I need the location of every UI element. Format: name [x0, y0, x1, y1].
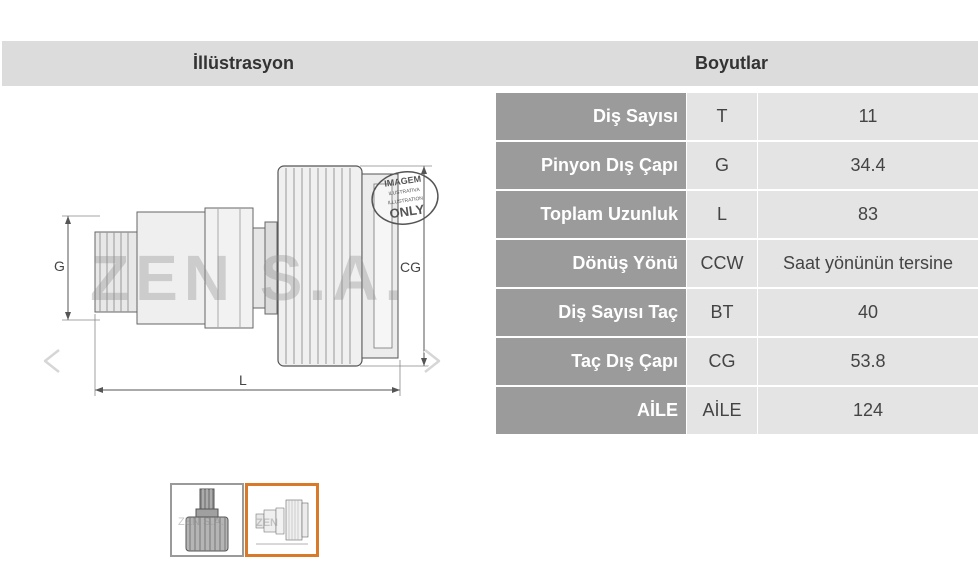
- spec-value: 124: [758, 387, 978, 436]
- thumbnail-photo[interactable]: ZEN S.A.: [170, 483, 244, 557]
- spec-label: Toplam Uzunluk: [496, 191, 687, 240]
- dimensions-table: Diş Sayısı T 11 Pinyon Dış Çapı G 34.4 T…: [496, 93, 978, 436]
- spec-label: Diş Sayısı Taç: [496, 289, 687, 338]
- spec-code: CCW: [687, 240, 758, 289]
- spec-value: 40: [758, 289, 978, 338]
- spec-code: CG: [687, 338, 758, 387]
- ring-gear: [277, 165, 399, 367]
- gear-photo-image: ZEN S.A.: [172, 485, 242, 555]
- thumbnail-illustration-active[interactable]: ZEN: [245, 483, 319, 557]
- dimension-l: L: [94, 314, 401, 396]
- spec-value: 34.4: [758, 142, 978, 191]
- spec-value: Saat yönünün tersine: [758, 240, 978, 289]
- table-row: Pinyon Dış Çapı G 34.4: [496, 142, 978, 191]
- dimensions-table-body: Diş Sayısı T 11 Pinyon Dış Çapı G 34.4 T…: [496, 93, 978, 436]
- dim-cg-label: CG: [400, 259, 421, 275]
- table-row: AİLE AİLE 124: [496, 387, 978, 436]
- spec-label: Diş Sayısı: [496, 93, 687, 142]
- spec-code: AİLE: [687, 387, 758, 436]
- chevron-right-icon[interactable]: [418, 348, 444, 374]
- dim-l-label: L: [239, 372, 247, 388]
- spec-code: L: [687, 191, 758, 240]
- spec-label: Taç Dış Çapı: [496, 338, 687, 387]
- dimension-cg: CG: [360, 165, 432, 367]
- spec-code: G: [687, 142, 758, 191]
- svg-text:ZEN S.A.: ZEN S.A.: [178, 516, 224, 528]
- svg-text:ONLY: ONLY: [389, 201, 426, 221]
- spec-label: Pinyon Dış Çapı: [496, 142, 687, 191]
- spec-code: BT: [687, 289, 758, 338]
- watermark-text: ZEN S.A.: [90, 242, 408, 314]
- spec-value: 11: [758, 93, 978, 142]
- spec-label: AİLE: [496, 387, 687, 436]
- svg-text:ILLUSTRATION: ILLUSTRATION: [387, 195, 423, 206]
- table-row: Toplam Uzunluk L 83: [496, 191, 978, 240]
- svg-text:ZEN: ZEN: [256, 517, 278, 529]
- spec-code: T: [687, 93, 758, 142]
- section-header-bar: İllüstrasyon Boyutlar: [2, 41, 978, 86]
- product-illustration: G CG: [54, 165, 439, 396]
- dimensions-heading: Boyutlar: [695, 53, 769, 73]
- table-row: Dönüş Yönü CCW Saat yönünün tersine: [496, 240, 978, 289]
- table-row: Diş Sayısı Taç BT 40: [496, 289, 978, 338]
- dimension-g: G: [54, 215, 100, 321]
- spec-value: 53.8: [758, 338, 978, 387]
- svg-text:ILUSTRATIVA: ILUSTRATIVA: [388, 187, 421, 197]
- spec-label: Dönüş Yönü: [496, 240, 687, 289]
- pinion-gear: [94, 207, 254, 329]
- chevron-left-icon[interactable]: [40, 348, 66, 374]
- illustration-heading: İllüstrasyon: [193, 53, 295, 73]
- dim-g-label: G: [54, 258, 65, 274]
- illustration-thumb-image: ZEN: [248, 486, 316, 554]
- table-row: Taç Dış Çapı CG 53.8: [496, 338, 978, 387]
- table-row: Diş Sayısı T 11: [496, 93, 978, 142]
- spec-value: 83: [758, 191, 978, 240]
